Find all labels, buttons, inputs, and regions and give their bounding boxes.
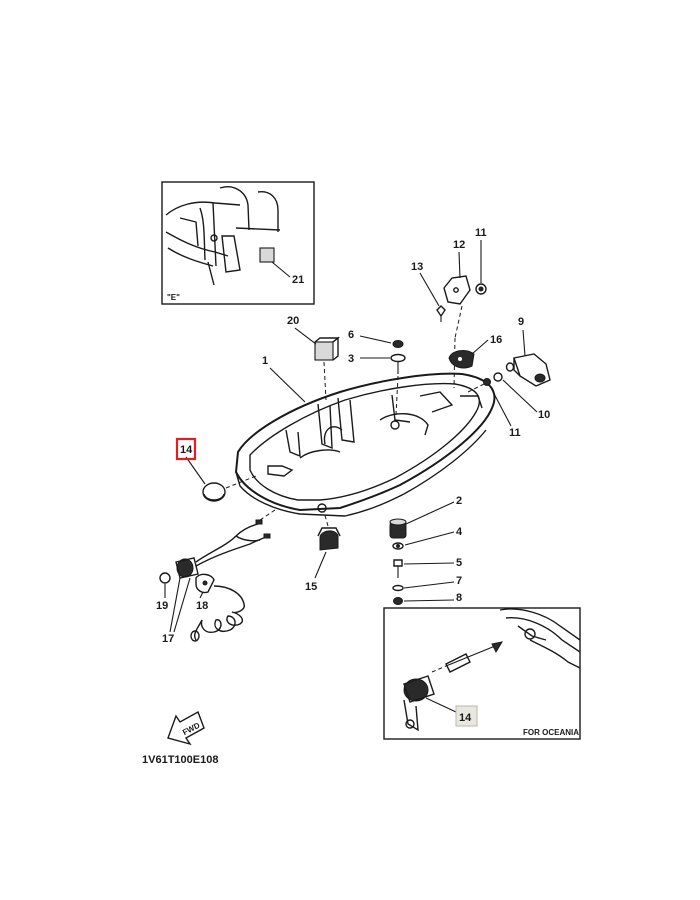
label-14-inset-highlight (455, 705, 478, 727)
label-21: 21 (292, 274, 304, 286)
inset-oceania-panel: 14 FOR OCEANIA (383, 607, 581, 740)
label-1: 1 (262, 355, 268, 367)
label-13: 13 (411, 261, 423, 273)
label-19: 19 (156, 600, 168, 612)
fwd-arrow: FWD (167, 710, 205, 746)
inset-e-panel: 21 "E" (161, 181, 315, 305)
oceania-caption: FOR OCEANIA (523, 728, 579, 737)
drawing-code: 1V61T100E108 (142, 754, 218, 766)
label-20: 20 (287, 315, 299, 327)
label-14-inset: 14 (459, 712, 472, 724)
parts-9-10-11: 9 10 11 (467, 316, 551, 439)
label-18: 18 (196, 600, 208, 612)
parts-11-12-13: 12 11 13 (411, 227, 487, 389)
label-8: 8 (456, 592, 462, 604)
label-11-right: 11 (509, 427, 521, 439)
label-14: 14 (180, 444, 193, 456)
label-14-highlight (175, 437, 197, 461)
label-3: 3 (348, 353, 354, 365)
parts-2-4-5-7-8: 2 4 5 7 8 (389, 495, 463, 605)
part-14-grommet: 14 (175, 437, 257, 502)
parts-6-3: 6 3 (348, 329, 406, 416)
part-15: 15 (305, 511, 341, 593)
label-12: 12 (453, 239, 465, 251)
label-6: 6 (348, 329, 354, 341)
label-10: 10 (538, 409, 550, 421)
label-15: 15 (305, 581, 317, 593)
label-4: 4 (456, 526, 463, 538)
label-9: 9 (518, 316, 524, 328)
label-2: 2 (456, 495, 462, 507)
label-7: 7 (456, 575, 462, 587)
label-16: 16 (490, 334, 502, 346)
label-11-top: 11 (475, 227, 487, 239)
inset-e-caption: "E" (167, 293, 180, 302)
part-16: 16 (448, 334, 502, 369)
label-5: 5 (456, 557, 462, 569)
label-17: 17 (162, 633, 174, 645)
parts-17-18-19: 19 18 17 (156, 509, 276, 645)
part-20: 20 (287, 315, 340, 401)
bottom-cowling: 1 (234, 355, 496, 517)
